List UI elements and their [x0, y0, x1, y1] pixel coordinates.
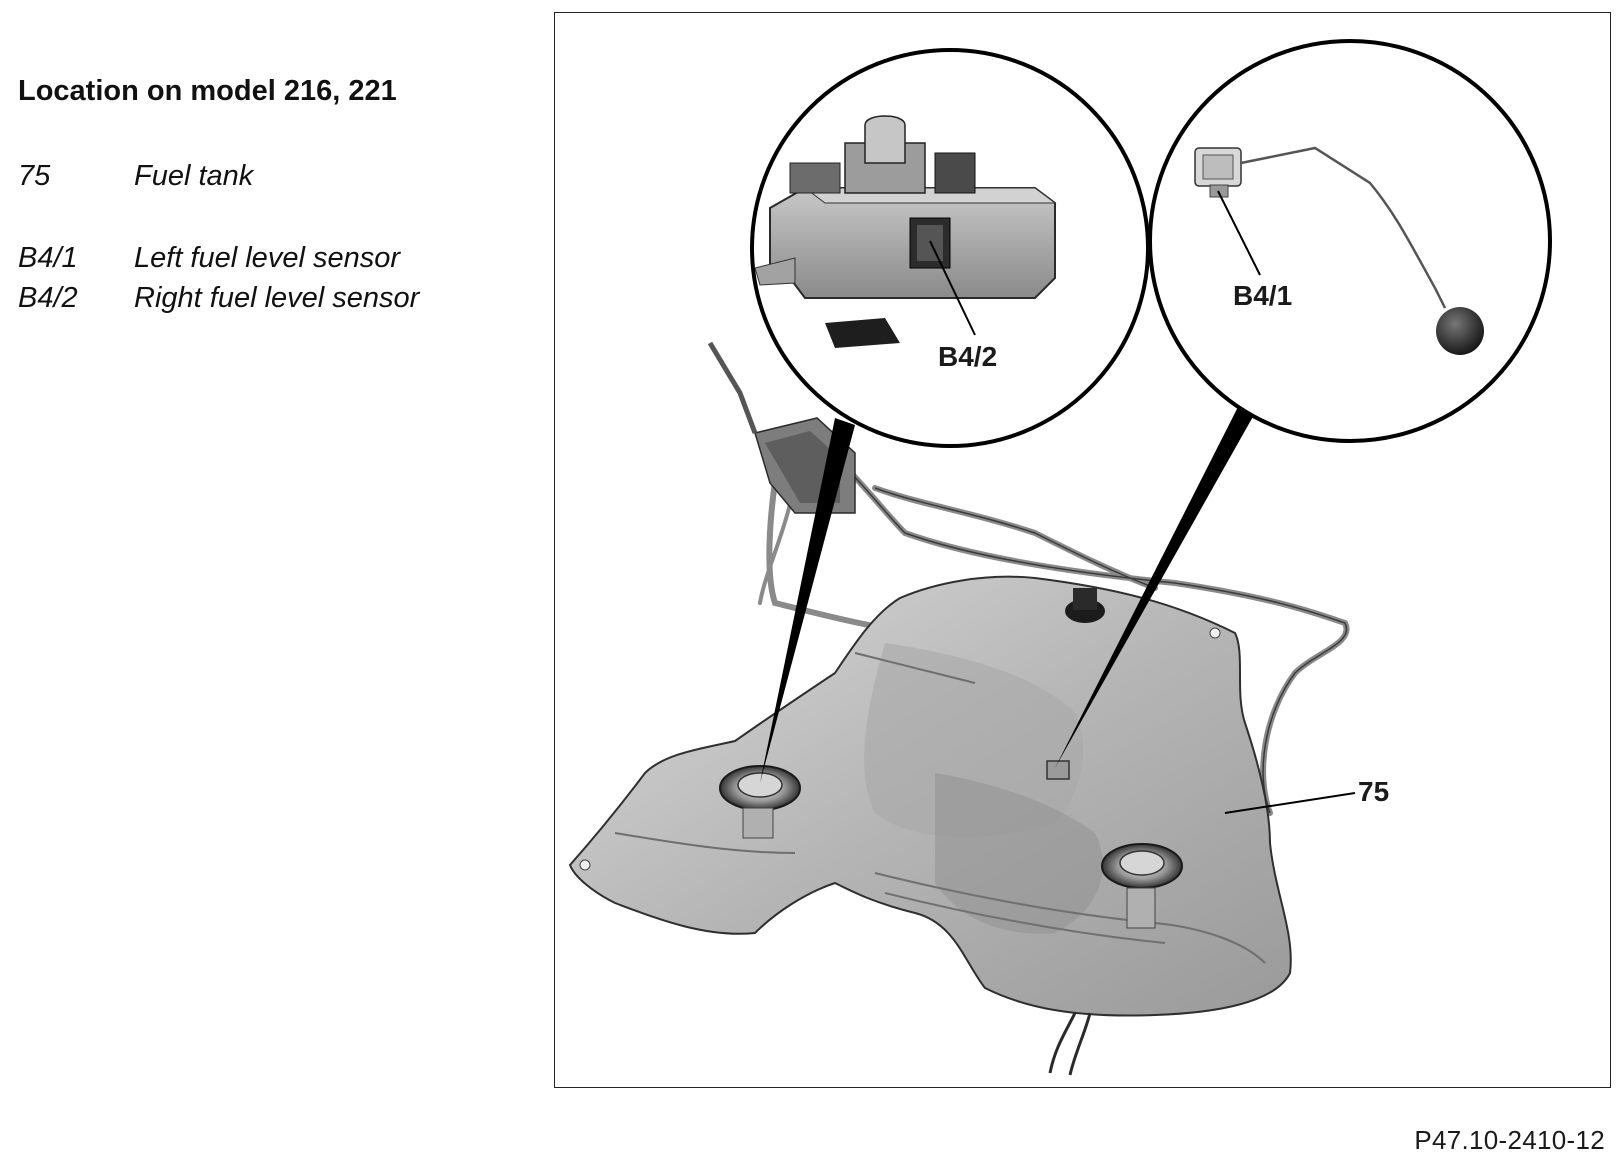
legend-description: Fuel tank — [134, 160, 254, 192]
legend-code: 75 — [18, 160, 51, 192]
zoom-circle-right-sensor: B4/2 — [750, 48, 1150, 448]
fuel-tank-body — [568, 575, 1292, 1017]
legend-code: B4/2 — [18, 282, 78, 314]
legend-description: Left fuel level sensor — [134, 242, 400, 274]
figure-frame: B4/2 B4/1 75 — [554, 12, 1611, 1088]
callout-pointers — [760, 403, 1255, 783]
right-flange — [1101, 843, 1183, 929]
fuel-tank-illustration: B4/2 B4/1 75 — [568, 39, 1552, 1076]
left-sensor-mount — [1046, 760, 1070, 780]
legend-item: B4/2 Right fuel level sensor — [18, 278, 488, 318]
legend-description: Right fuel level sensor — [134, 282, 420, 314]
callout-label-b4-1: B4/1 — [1233, 280, 1292, 311]
legend-group-tank: 75 Fuel tank — [18, 156, 488, 196]
callout-label-75: 75 — [1358, 776, 1389, 807]
legend-title: Location on model 216, 221 — [18, 75, 397, 107]
legend-code: B4/1 — [18, 242, 78, 274]
figure-number: P47.10-2410-12 — [1414, 1125, 1605, 1155]
zoom-circle-left-sensor: B4/1 — [1148, 39, 1552, 443]
vent-cap — [1065, 588, 1105, 623]
callout-label-b4-2: B4/2 — [938, 341, 997, 372]
dangling-cables — [1048, 1012, 1092, 1076]
left-flange — [719, 765, 801, 839]
legend-item: B4/1 Left fuel level sensor — [18, 238, 488, 278]
legend-item: 75 Fuel tank — [18, 156, 488, 196]
legend-group-sensors: B4/1 Left fuel level sensor B4/2 Right f… — [18, 238, 488, 318]
legend: Location on model 216, 221 75 Fuel tank … — [18, 72, 488, 360]
fuel-lines-outline — [819, 442, 1348, 814]
callout-fuel-tank: 75 — [1224, 776, 1389, 814]
